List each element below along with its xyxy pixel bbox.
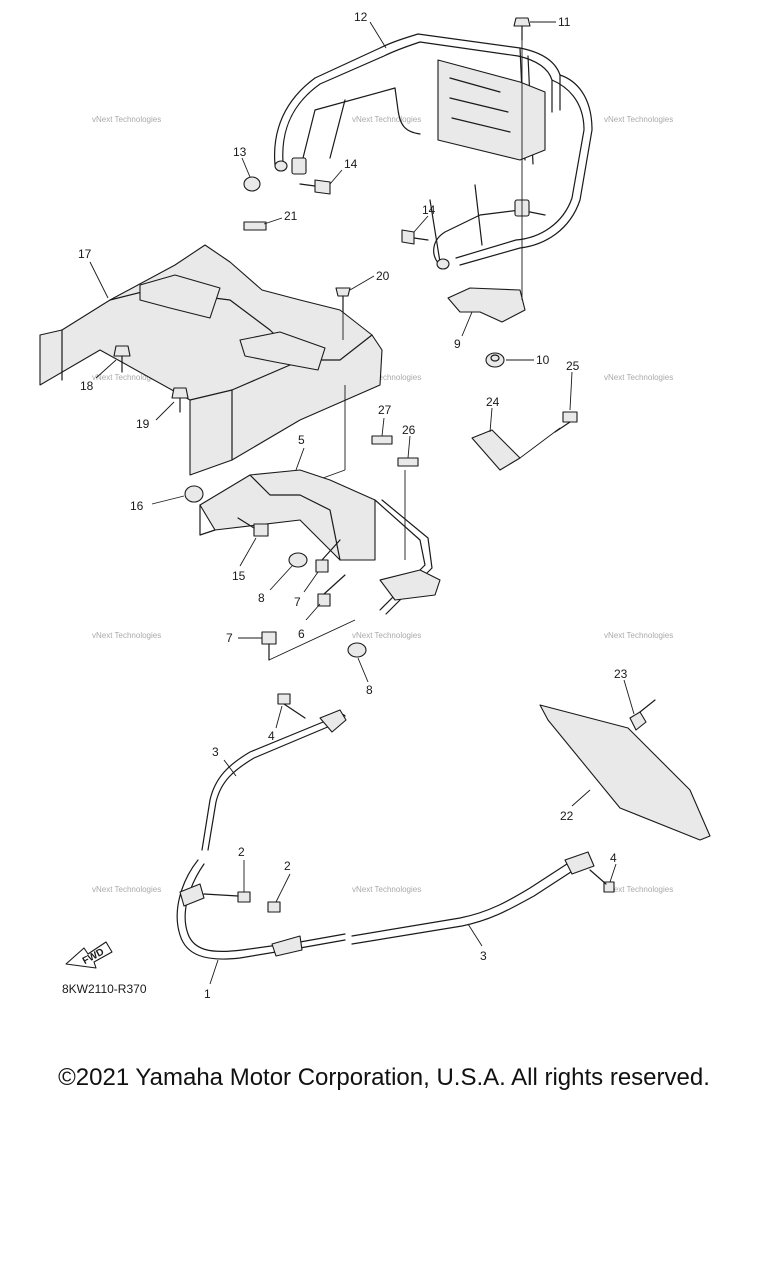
decal-27: [371, 435, 393, 445]
watermark: vNext Technologies: [92, 115, 161, 124]
bolt-4-lower: [589, 869, 615, 893]
callout-label: 23: [614, 667, 628, 681]
watermark: vNext Technologies: [604, 373, 673, 382]
callout-label: 3: [212, 745, 219, 759]
callout-label: 7: [226, 631, 233, 645]
nut-8-upper: [288, 552, 308, 568]
bolt-14-upper: [299, 179, 331, 195]
callout-label: 8: [258, 591, 265, 605]
front-bar-1: [176, 859, 346, 960]
callout-label: 14: [422, 203, 436, 217]
watermark: vNext Technologies: [604, 115, 673, 124]
callout-label: 11: [558, 15, 571, 29]
decal-26: [397, 457, 419, 467]
callout-label: 7: [294, 595, 301, 609]
bracket-24: [471, 427, 561, 471]
bolt-14-lower: [401, 229, 429, 245]
callout-label: 24: [486, 395, 500, 409]
bolt-2-right: [267, 901, 281, 913]
callout-label: 4: [610, 851, 617, 865]
bolt-18: [113, 345, 131, 373]
mud-flap-22: [539, 704, 711, 841]
watermark: vNext Technologies: [92, 885, 161, 894]
callout-label: 27: [378, 403, 392, 417]
copyright-notice: ©2021 Yamaha Motor Corporation, U.S.A. A…: [58, 1064, 710, 1091]
side-bar-3-lower: [351, 851, 595, 945]
callout-label: 12: [354, 10, 368, 24]
decal-21: [243, 221, 267, 231]
clip-23: [629, 699, 656, 731]
callout-label: 16: [130, 499, 144, 513]
callout-label: 4: [268, 729, 275, 743]
cap-13: [243, 176, 261, 192]
callout-label: 2: [284, 859, 291, 873]
rear-fender: [39, 244, 383, 476]
side-bar-3-upper: [201, 709, 347, 851]
bolt-11: [513, 17, 531, 41]
watermark: vNext Technologies: [92, 631, 161, 640]
bolt-7-lower: [261, 619, 356, 661]
watermark: vNext Technologies: [352, 885, 421, 894]
nut-10: [485, 352, 505, 368]
bolt-2-left: [203, 891, 251, 903]
watermark: vNext Technologies: [604, 631, 673, 640]
callout-label: 26: [402, 423, 416, 437]
rear-frame-bracket: [199, 469, 441, 615]
callout-label: 9: [454, 337, 461, 351]
watermark: vNext Technologies: [92, 373, 161, 382]
callout-label: 21: [284, 209, 298, 223]
callouts: 12 11 13 14 14 21 17 20 9 10 18 19 25 27…: [78, 10, 635, 1001]
bracket-9: [447, 287, 526, 323]
callout-label: 1: [204, 987, 211, 1001]
watermark: vNext Technologies: [352, 631, 421, 640]
callout-label: 18: [80, 379, 94, 393]
bolt-6: [317, 574, 346, 607]
parts-diagram: vNext Technologies vNext Technologies vN…: [39, 10, 711, 1001]
callout-label: 5: [298, 433, 305, 447]
diagram-code: 8KW2110-R370: [62, 982, 147, 996]
nut-8-lower: [347, 642, 367, 658]
watermark: vNext Technologies: [604, 885, 673, 894]
fwd-arrow-icon: FWD: [65, 941, 113, 969]
callout-label: 3: [480, 949, 487, 963]
callout-label: 15: [232, 569, 246, 583]
callout-label: 8: [366, 683, 373, 697]
callout-label: 22: [560, 809, 574, 823]
bolt-15: [237, 517, 269, 537]
callout-label: 13: [233, 145, 247, 159]
watermarks: vNext Technologies vNext Technologies vN…: [92, 115, 673, 894]
callout-label: 17: [78, 247, 92, 261]
watermark: vNext Technologies: [352, 373, 421, 382]
callout-label: 14: [344, 157, 358, 171]
callout-label: 6: [298, 627, 305, 641]
watermark: vNext Technologies: [352, 115, 421, 124]
bolt-25: [554, 411, 578, 433]
callout-label: 10: [536, 353, 550, 367]
bolt-7-upper: [315, 539, 341, 573]
bolt-4-upper: [277, 693, 306, 719]
callout-label: 20: [376, 269, 390, 283]
callout-label: 19: [136, 417, 150, 431]
callout-label: 25: [566, 359, 580, 373]
bolt-19: [171, 387, 189, 413]
screw-20: [335, 287, 351, 313]
grommet-16: [184, 485, 204, 503]
rear-rack: [273, 33, 593, 270]
callout-label: 2: [238, 845, 245, 859]
